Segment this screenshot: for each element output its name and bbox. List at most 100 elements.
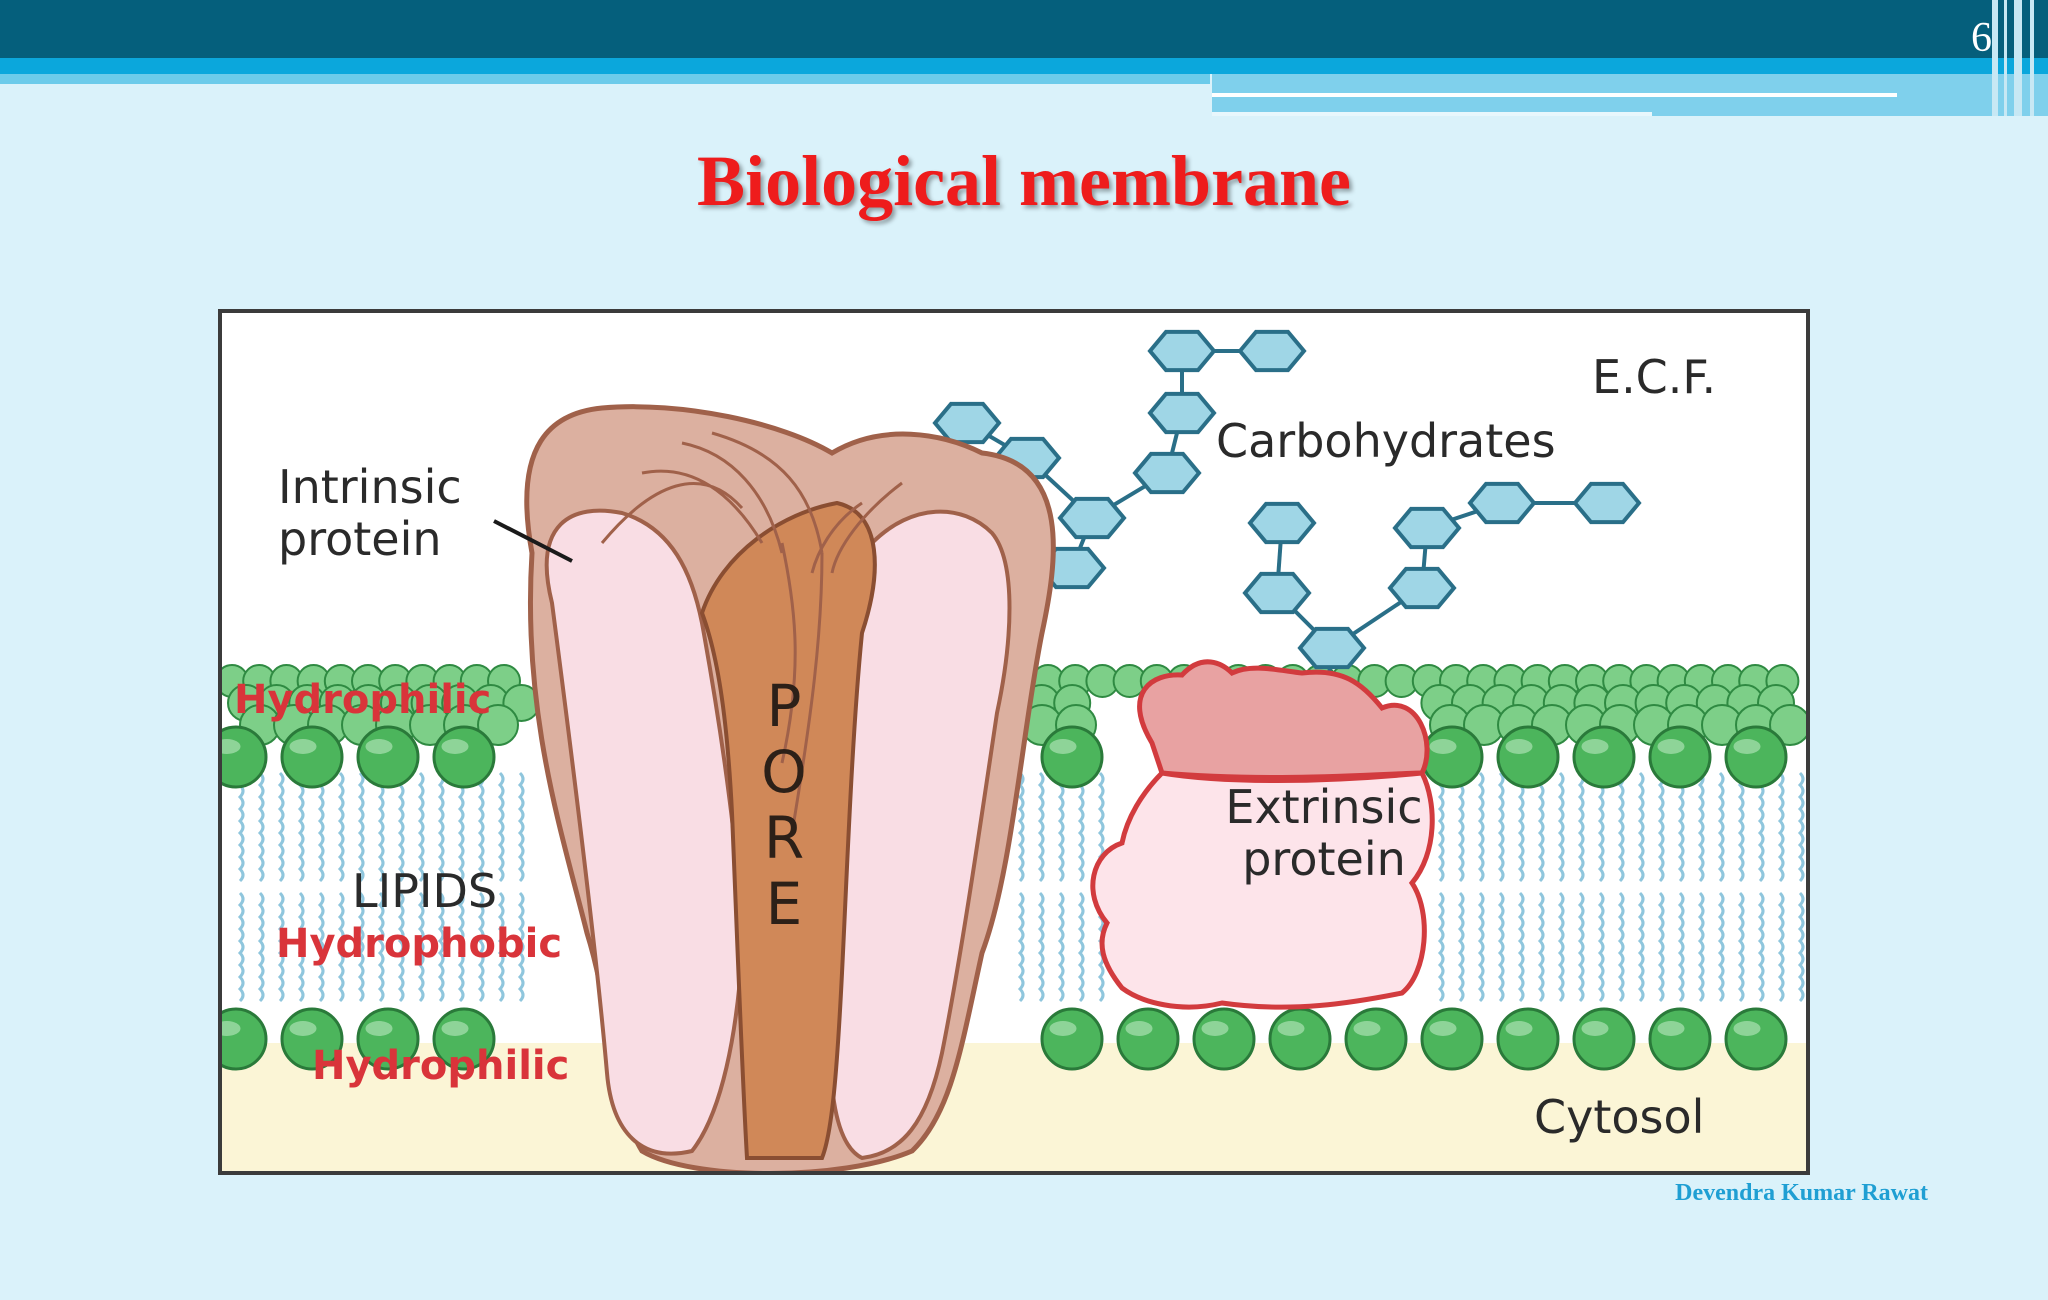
lipid-tail [437, 771, 445, 883]
lipid-head [1496, 725, 1560, 789]
lipid-head [1116, 1007, 1180, 1071]
lipid-head-highlight [1733, 1021, 1761, 1036]
lipid-head-highlight [222, 739, 241, 754]
lipid-head [1040, 725, 1104, 789]
lipid-head-top-row [222, 725, 1788, 789]
lipid-tail [1517, 771, 1525, 883]
carbohydrate-hexagon [1467, 481, 1537, 525]
lipid-tail [1537, 891, 1545, 1003]
lipid-tail [297, 891, 305, 1003]
lipid-tail [1797, 771, 1805, 883]
carbohydrate-hexagon [932, 401, 1002, 445]
lipid-tail [497, 771, 505, 883]
intrinsic-protein-label: Intrinsic protein [278, 460, 462, 566]
membrane-diagram: E.C.F. Carbohydrates Intrinsic protein H… [218, 309, 1810, 1175]
lipid-head-highlight [1049, 739, 1077, 754]
lipid-tail [297, 771, 305, 883]
lipid-tail [1077, 891, 1085, 1003]
corner-decoration [1992, 0, 1998, 116]
carbohydrate-hexagon [1057, 496, 1127, 540]
lipid-tail [1077, 771, 1085, 883]
lipid-head-highlight [1733, 739, 1761, 754]
lipid-tail [397, 891, 405, 1003]
header-line [1212, 93, 1897, 97]
lipid-head-highlight [1201, 1021, 1229, 1036]
lipid-tail [1057, 891, 1065, 1003]
lipid-tail [437, 891, 445, 1003]
lipid-head-highlight [1581, 1021, 1609, 1036]
lipid-tail [1577, 771, 1585, 883]
lipid-head-highlight [1353, 1021, 1381, 1036]
lipid-tail [337, 891, 345, 1003]
lipid-head [1496, 1007, 1560, 1071]
lipid-head-highlight [1657, 1021, 1685, 1036]
extrinsic-protein-shape [1090, 659, 1435, 1010]
lipid-tail [397, 771, 405, 883]
hydrophilic-bottom-label: Hydrophilic [312, 1043, 570, 1089]
lipid-tail [1057, 771, 1065, 883]
lipid-tail [1457, 771, 1465, 883]
lipid-tail [1437, 771, 1445, 883]
lipid-tail [1677, 771, 1685, 883]
lipid-tail [257, 891, 265, 1003]
carbohydrate-hexagon [1242, 571, 1312, 615]
lipid-head [1572, 1007, 1636, 1071]
lipid-tail [1697, 771, 1705, 883]
lipid-tail [1617, 891, 1625, 1003]
membrane-illustration [222, 329, 1806, 1171]
hydrophobic-label: Hydrophobic [276, 921, 563, 967]
carbohydrate-hexagon [1132, 451, 1202, 495]
carbohydrates-label: Carbohydrates [1216, 414, 1556, 468]
header-stripe [0, 74, 1210, 84]
lipid-tail [1657, 891, 1665, 1003]
lipid-head [222, 1007, 268, 1071]
lipid-tail [1757, 771, 1765, 883]
lipid-tail [1037, 891, 1045, 1003]
lipid-tail [497, 891, 505, 1003]
lipid-tail [1497, 891, 1505, 1003]
lipid-tail [1717, 891, 1725, 1003]
lipid-head-highlight [289, 1021, 317, 1036]
extrinsic-protein-label: Extrinsic protein [1225, 780, 1423, 886]
lipid-head-highlight [289, 739, 317, 754]
lipid-head [1268, 1007, 1332, 1071]
lipids-label: LIPIDS [352, 864, 498, 918]
header-band [0, 0, 2048, 58]
lipid-tail [477, 891, 485, 1003]
lipid-head-highlight [1125, 1021, 1153, 1036]
lipid-head [1648, 1007, 1712, 1071]
lipid-tail [1557, 891, 1565, 1003]
lipid-tail [237, 891, 245, 1003]
intrinsic-protein-shape [524, 404, 1056, 1171]
carbohydrate-hexagon [1387, 566, 1457, 610]
lipid-tail [1637, 891, 1645, 1003]
lipid-head-highlight [1049, 1021, 1077, 1036]
lipid-tail [357, 771, 365, 883]
lipid-tail [417, 891, 425, 1003]
lipid-tail [357, 891, 365, 1003]
lipid-tails [237, 771, 1805, 1003]
lipid-head-highlight [1429, 739, 1457, 754]
pore-label: PORE [761, 672, 807, 938]
lipid-tail [277, 771, 285, 883]
carbohydrate-hexagon [1147, 329, 1217, 373]
lipid-tail [1797, 891, 1805, 1003]
lipid-head-highlight [365, 1021, 393, 1036]
lipid-tail [1637, 771, 1645, 883]
header-stripe [0, 58, 2048, 74]
lipid-head [1572, 725, 1636, 789]
lipid-tail [1557, 771, 1565, 883]
lipid-tail [1737, 771, 1745, 883]
hydrophilic-top-label: Hydrophilic [234, 677, 492, 723]
lipid-tail [277, 891, 285, 1003]
lipid-tail [1697, 891, 1705, 1003]
lipid-tail [1017, 891, 1025, 1003]
carbohydrate-hexagon [1237, 329, 1307, 373]
lipid-head [1724, 1007, 1788, 1071]
lipid-tail [1717, 771, 1725, 883]
lipid-head [477, 704, 519, 746]
carbohydrate-hexagon [1297, 626, 1367, 670]
lipid-tail [237, 771, 245, 883]
lipid-tail [1597, 771, 1605, 883]
lipid-tail [1777, 891, 1785, 1003]
